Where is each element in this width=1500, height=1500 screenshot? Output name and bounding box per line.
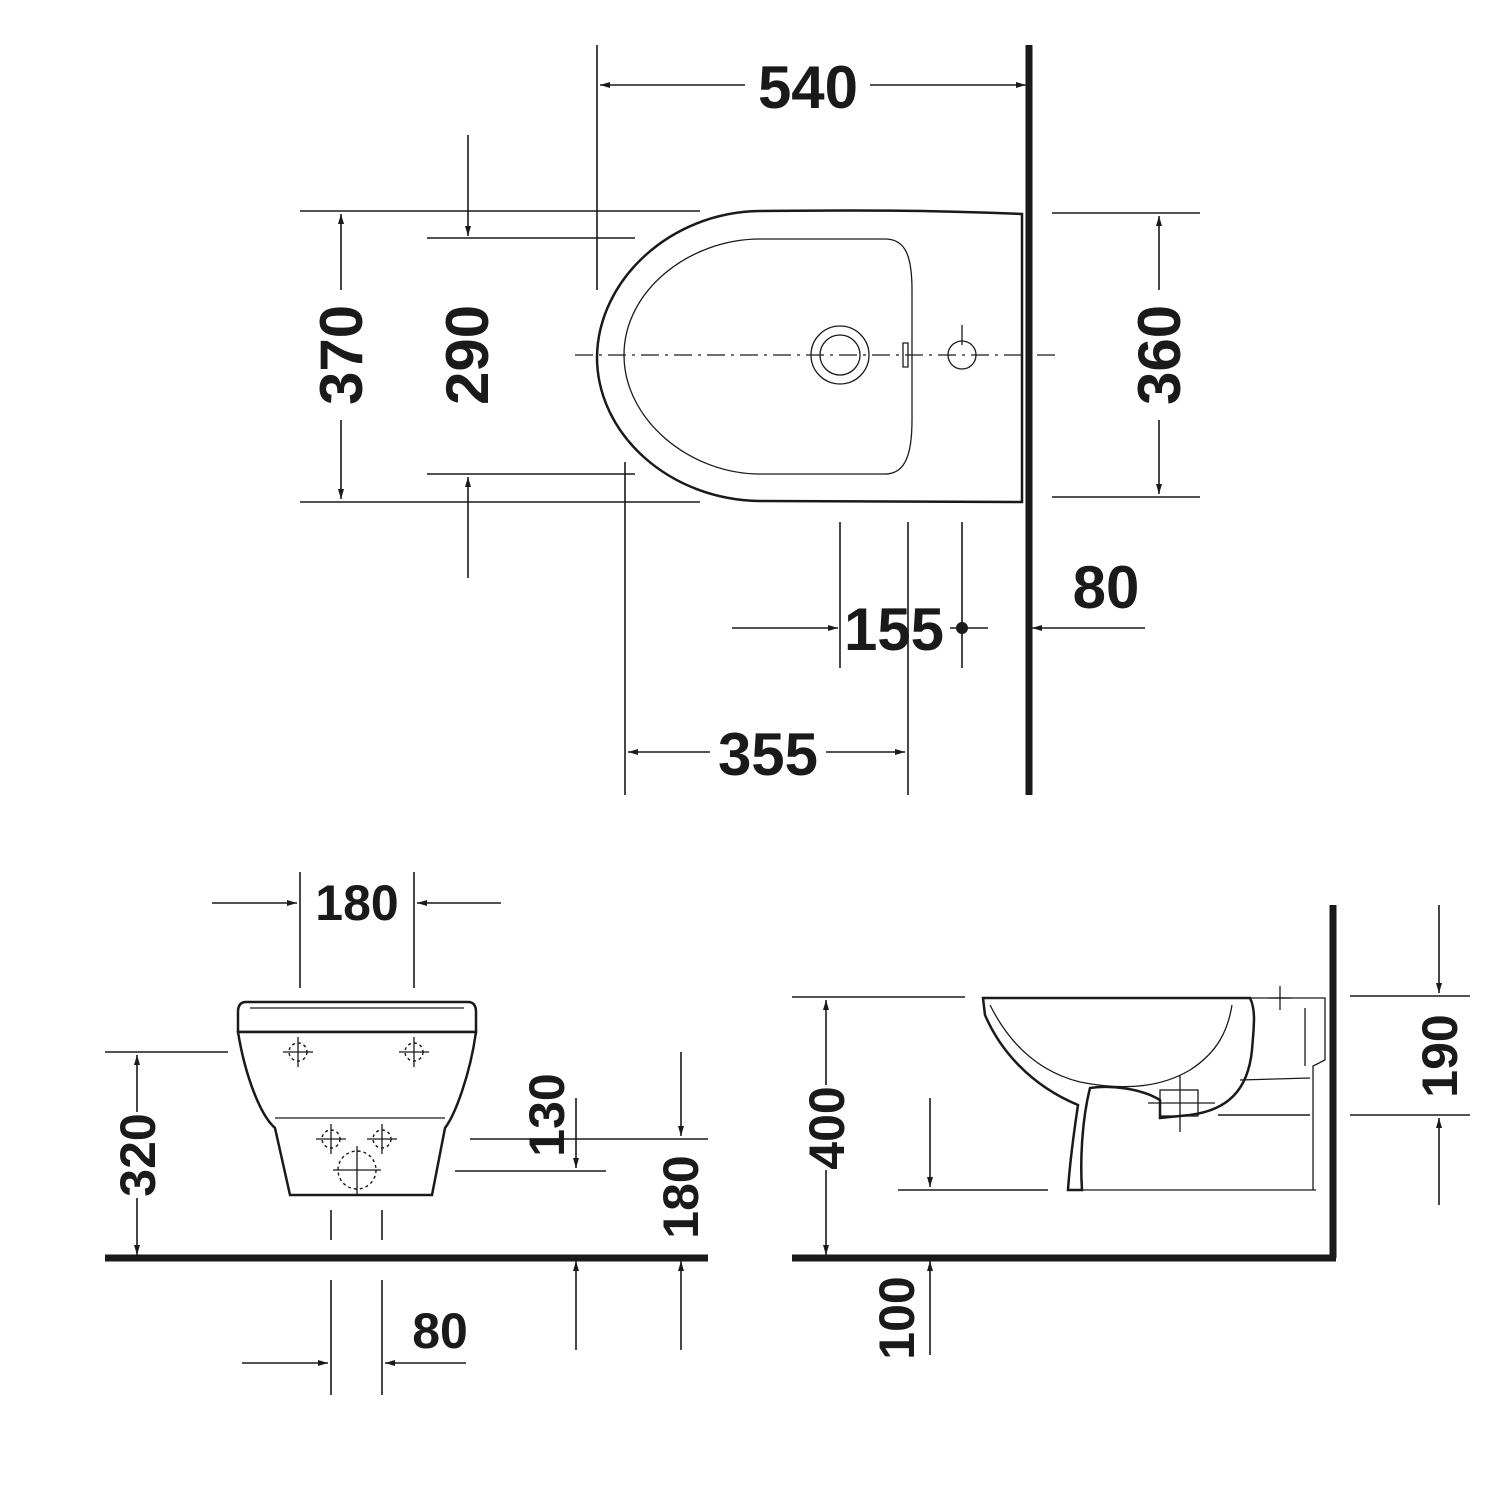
dim-depth-outer: 370 bbox=[308, 305, 375, 405]
front-view: 180 320 130 180 80 bbox=[105, 872, 709, 1395]
front-drain bbox=[333, 1146, 381, 1194]
dim-hole-spacing: 155 bbox=[844, 596, 944, 663]
front-inlet-right bbox=[367, 1124, 397, 1154]
front-bolt-left bbox=[283, 1037, 313, 1067]
dim-floor-offset: 100 bbox=[869, 1276, 925, 1359]
side-tap-mark bbox=[1268, 986, 1292, 1010]
top-overflow bbox=[902, 342, 909, 368]
dim-inlet-height: 130 bbox=[519, 1073, 575, 1156]
dim-height-top: 320 bbox=[110, 1113, 166, 1196]
dim-inlet-depth: 190 bbox=[1412, 1014, 1468, 1097]
side-view: 400 190 100 bbox=[792, 905, 1470, 1360]
side-back-pedestal bbox=[1250, 997, 1326, 1190]
side-bowl-inner bbox=[989, 1004, 1233, 1088]
side-inner-line bbox=[1239, 1077, 1311, 1081]
front-rim bbox=[236, 1000, 478, 1034]
dim-dot bbox=[956, 622, 968, 634]
dim-width-overall: 540 bbox=[758, 54, 858, 121]
side-bidet-body bbox=[981, 996, 1256, 1192]
dim-depth-wall: 360 bbox=[1126, 305, 1193, 405]
top-bowl-inner bbox=[623, 238, 913, 475]
dim-drain-spacing: 80 bbox=[412, 1303, 468, 1359]
dim-drain-height: 180 bbox=[653, 1155, 709, 1238]
dim-depth-inner: 290 bbox=[434, 305, 501, 405]
dim-fixing-offset: 80 bbox=[1073, 554, 1140, 621]
dim-bolt-spacing-top: 180 bbox=[315, 875, 398, 931]
top-bidet-outline bbox=[595, 209, 1024, 504]
dim-outlet-distance: 355 bbox=[718, 721, 818, 788]
top-view: 540 370 290 360 80 155 355 bbox=[300, 45, 1200, 795]
front-bolt-right bbox=[399, 1037, 429, 1067]
dim-total-height: 400 bbox=[799, 1086, 855, 1169]
side-drain-mark bbox=[1148, 1075, 1215, 1132]
front-inlet-left bbox=[316, 1124, 346, 1154]
front-bowl-body bbox=[236, 1030, 478, 1197]
